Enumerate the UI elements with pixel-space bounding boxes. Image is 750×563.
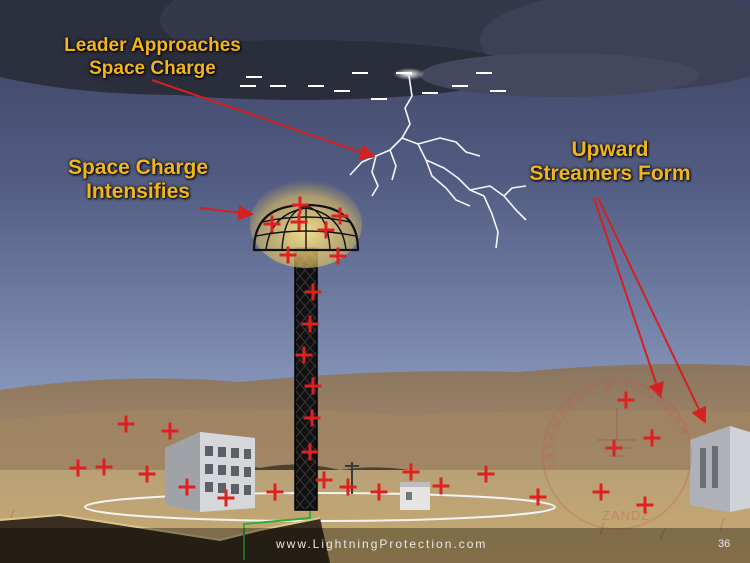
plus-charge [279, 246, 297, 264]
label-space-line2: Intensifies [86, 180, 190, 203]
building-right [690, 426, 750, 512]
page-number: 36 [718, 538, 731, 550]
plus-charge [138, 465, 156, 483]
plus-charge [303, 409, 321, 427]
plus-charge [304, 377, 322, 395]
storm-cloud [0, 0, 750, 100]
footer-bar [0, 528, 750, 563]
plus-charge [301, 443, 319, 461]
label-upward-streamers: Upward Streamers Form [505, 138, 715, 186]
positive-charges [69, 196, 661, 514]
building-left [165, 432, 255, 512]
utility-pole [345, 462, 359, 494]
plus-charge [178, 478, 196, 496]
shed [400, 482, 430, 510]
plus-charge [161, 422, 179, 440]
plus-charge [263, 215, 281, 233]
lightning-leader [349, 75, 527, 249]
plus-charge [643, 429, 661, 447]
plus-charge [529, 488, 547, 506]
arrow-space-charge [199, 204, 254, 221]
plus-charge [432, 477, 450, 495]
plus-charge [117, 415, 135, 433]
cloud-negative-charges [240, 72, 506, 100]
plus-charge [266, 483, 284, 501]
plus-charge [295, 346, 313, 364]
plus-charge [617, 391, 635, 409]
plus-charge [636, 496, 654, 514]
plus-charge [315, 471, 333, 489]
arrow-upward-1 [593, 197, 664, 399]
plus-charge [605, 439, 623, 457]
watermark-logo: ZANDZ [602, 508, 650, 523]
plus-charge [592, 483, 610, 501]
plus-charge [477, 465, 495, 483]
plus-charge [370, 483, 388, 501]
ground-cutaway [0, 515, 330, 563]
plus-charge [331, 207, 349, 225]
plus-charge [402, 463, 420, 481]
label-leader-approaches: Leader Approaches Space Charge [40, 34, 265, 80]
label-leader-line2: Space Charge [89, 58, 216, 79]
plus-charge [69, 459, 87, 477]
arrow-leader [151, 79, 376, 160]
arrow-upward-2 [597, 197, 707, 424]
plus-charge [304, 283, 322, 301]
label-space-line1: Space Charge [67, 156, 209, 179]
plus-charge [290, 213, 308, 231]
callout-arrows [151, 79, 707, 424]
label-upward-line2: Streamers Form [529, 162, 691, 185]
footer-url[interactable]: www.LightningProtection.com [276, 537, 488, 551]
plus-charge [301, 315, 319, 333]
label-space-charge-intensifies: Space Charge Intensifies [48, 156, 228, 204]
plus-charge [329, 247, 347, 265]
plus-charge [95, 458, 113, 476]
label-upward-line1: Upward [571, 138, 649, 161]
plus-charge [317, 221, 335, 239]
plus-charge [339, 478, 357, 496]
plus-charge [217, 489, 235, 507]
ground-conductor [243, 506, 311, 560]
plus-charge [291, 196, 309, 214]
label-leader-line1: Leader Approaches [64, 35, 241, 56]
